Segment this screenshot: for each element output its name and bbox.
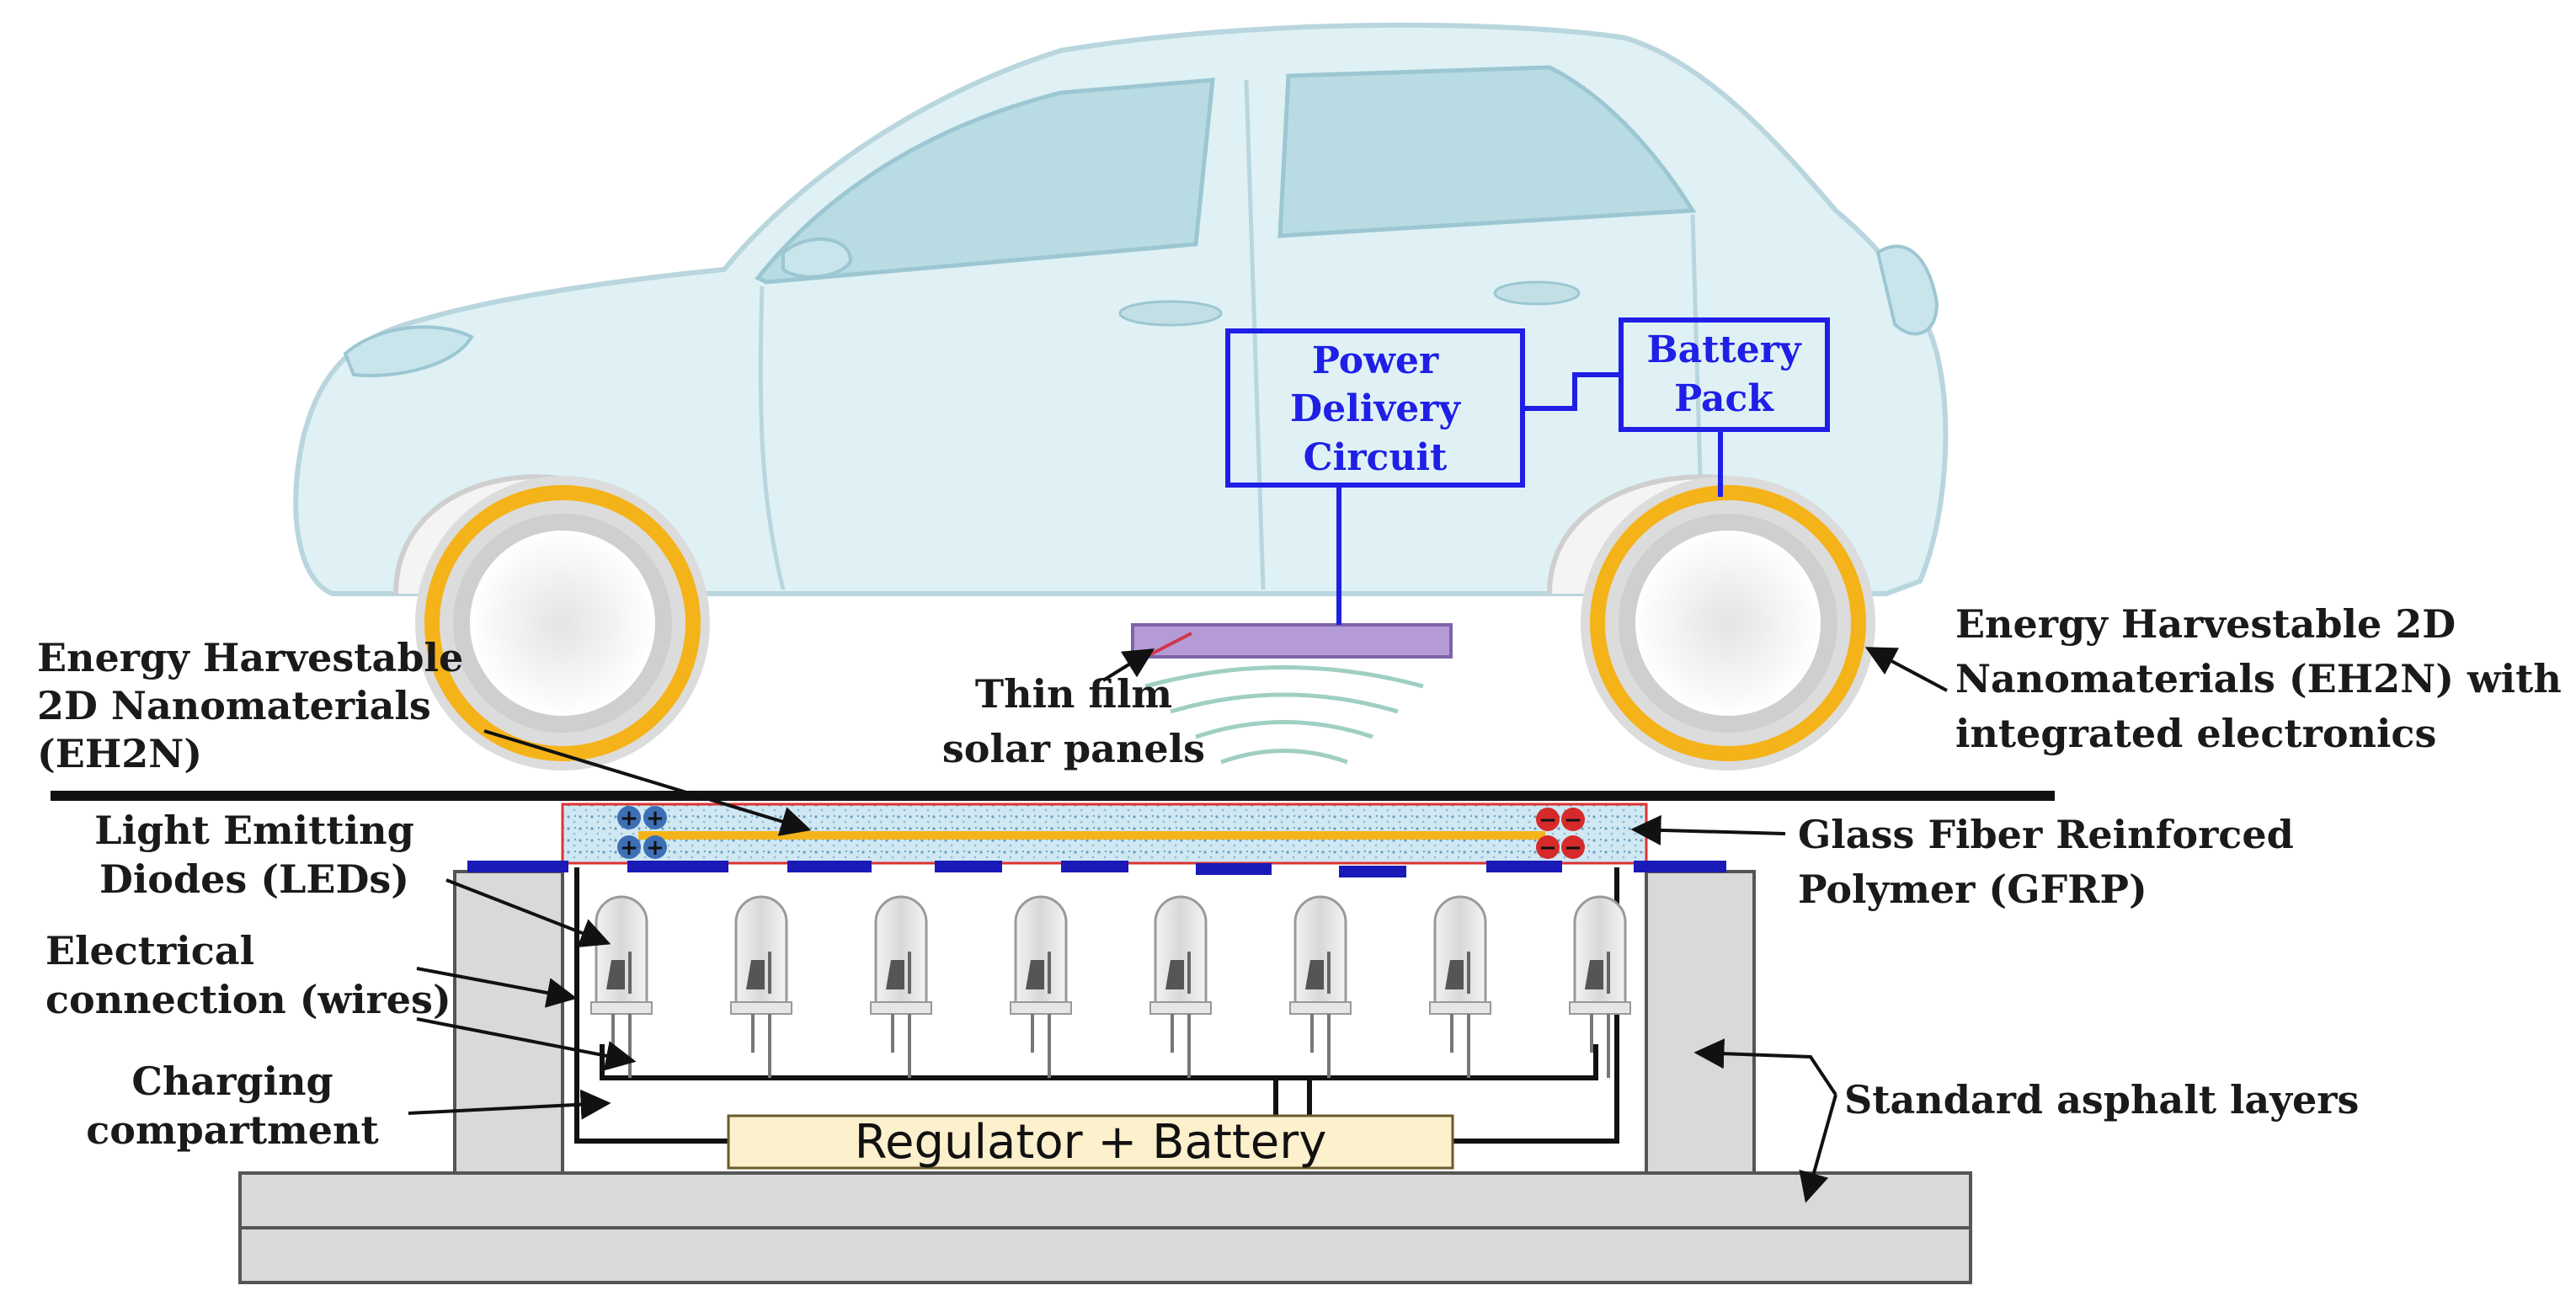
led <box>1569 895 1631 1078</box>
electrode-strips <box>467 861 1726 877</box>
rear-wheel <box>1581 476 1875 771</box>
leds-label-1: Light Emitting <box>94 808 413 853</box>
rear-window <box>1277 65 1697 238</box>
eh2n-left-label-1: Energy Harvestable <box>37 635 463 680</box>
front-window <box>755 77 1215 285</box>
power-delivery-label-3: Circuit <box>1304 436 1448 479</box>
gfrp-label-1: Glass Fiber Reinforced <box>1798 812 2294 857</box>
regulator-battery-box <box>727 1114 1454 1170</box>
power-delivery-circuit-box: Power Delivery Circuit <box>1225 328 1525 488</box>
regulator-battery-label: Regulator + Battery <box>855 1115 1327 1170</box>
front-wheel <box>415 476 710 771</box>
headlight <box>343 325 474 377</box>
asphalt-pillar-left <box>453 870 564 1175</box>
door-handle-front <box>1118 300 1223 327</box>
solar-label-1: Thin film <box>975 671 1172 717</box>
power-delivery-label-1: Power <box>1312 339 1439 382</box>
wires-label-1: Electrical <box>45 928 254 973</box>
battery-pack-box: Battery Pack <box>1619 317 1830 432</box>
asphalt-pillar-right <box>1645 870 1756 1175</box>
led <box>1289 895 1352 1078</box>
led <box>1010 895 1072 1078</box>
eh2n-right-label-2: Nanomaterials (EH2N) with <box>1955 656 2562 701</box>
led <box>730 895 792 1078</box>
compartment-label-2: compartment <box>86 1107 379 1153</box>
door-line-front <box>1244 79 1266 590</box>
asphalt-label: Standard asphalt layers <box>1844 1077 2359 1123</box>
front-door-edge <box>758 285 786 590</box>
led <box>870 895 932 1078</box>
plus-sign: + <box>646 806 664 831</box>
led <box>1149 895 1212 1078</box>
door-line-rear <box>1690 214 1704 506</box>
gfrp-label-2: Polymer (GFRP) <box>1798 867 2147 912</box>
asphalt-base-top <box>238 1171 1972 1229</box>
led <box>1429 895 1491 1078</box>
plus-sign: + <box>620 806 638 831</box>
rear-eh2n-ring <box>1590 485 1866 761</box>
wires-label-2: connection (wires) <box>45 977 451 1022</box>
wireless-waves <box>1144 665 1424 765</box>
pointer-arrows <box>408 647 1948 1203</box>
positive-charges: + + + + <box>617 806 667 861</box>
car <box>293 22 1949 596</box>
thin-film-solar-panel <box>1131 623 1453 659</box>
leds-label-2: Diodes (LEDs) <box>99 856 409 902</box>
eh2n-right-label-1: Energy Harvestable 2D <box>1955 601 2456 647</box>
eh2n-left-label-2: 2D Nanomaterials <box>37 683 431 728</box>
minus-sign: − <box>1564 808 1582 833</box>
compartment-label-1: Charging <box>131 1059 333 1104</box>
mirror <box>781 237 853 279</box>
blue-connectors <box>1336 372 1723 625</box>
plus-sign: + <box>620 835 638 861</box>
door-handle-rear <box>1493 280 1581 306</box>
asphalt-base-bottom <box>238 1226 1972 1284</box>
minus-sign: − <box>1564 835 1582 861</box>
power-delivery-label-2: Delivery <box>1290 387 1461 430</box>
solar-label-2: solar panels <box>942 726 1205 771</box>
eh2n-right-label-3: integrated electronics <box>1955 711 2436 756</box>
taillight <box>1875 244 1939 336</box>
eh2n-left-label-3: (EH2N) <box>37 731 202 776</box>
minus-sign: − <box>1539 835 1557 861</box>
battery-pack-label-2: Pack <box>1674 377 1774 420</box>
leds <box>590 895 1631 1078</box>
battery-pack-label-1: Battery <box>1646 328 1802 371</box>
negative-charges: − − − − <box>1536 808 1585 861</box>
minus-sign: − <box>1539 808 1557 833</box>
plus-sign: + <box>646 835 664 861</box>
